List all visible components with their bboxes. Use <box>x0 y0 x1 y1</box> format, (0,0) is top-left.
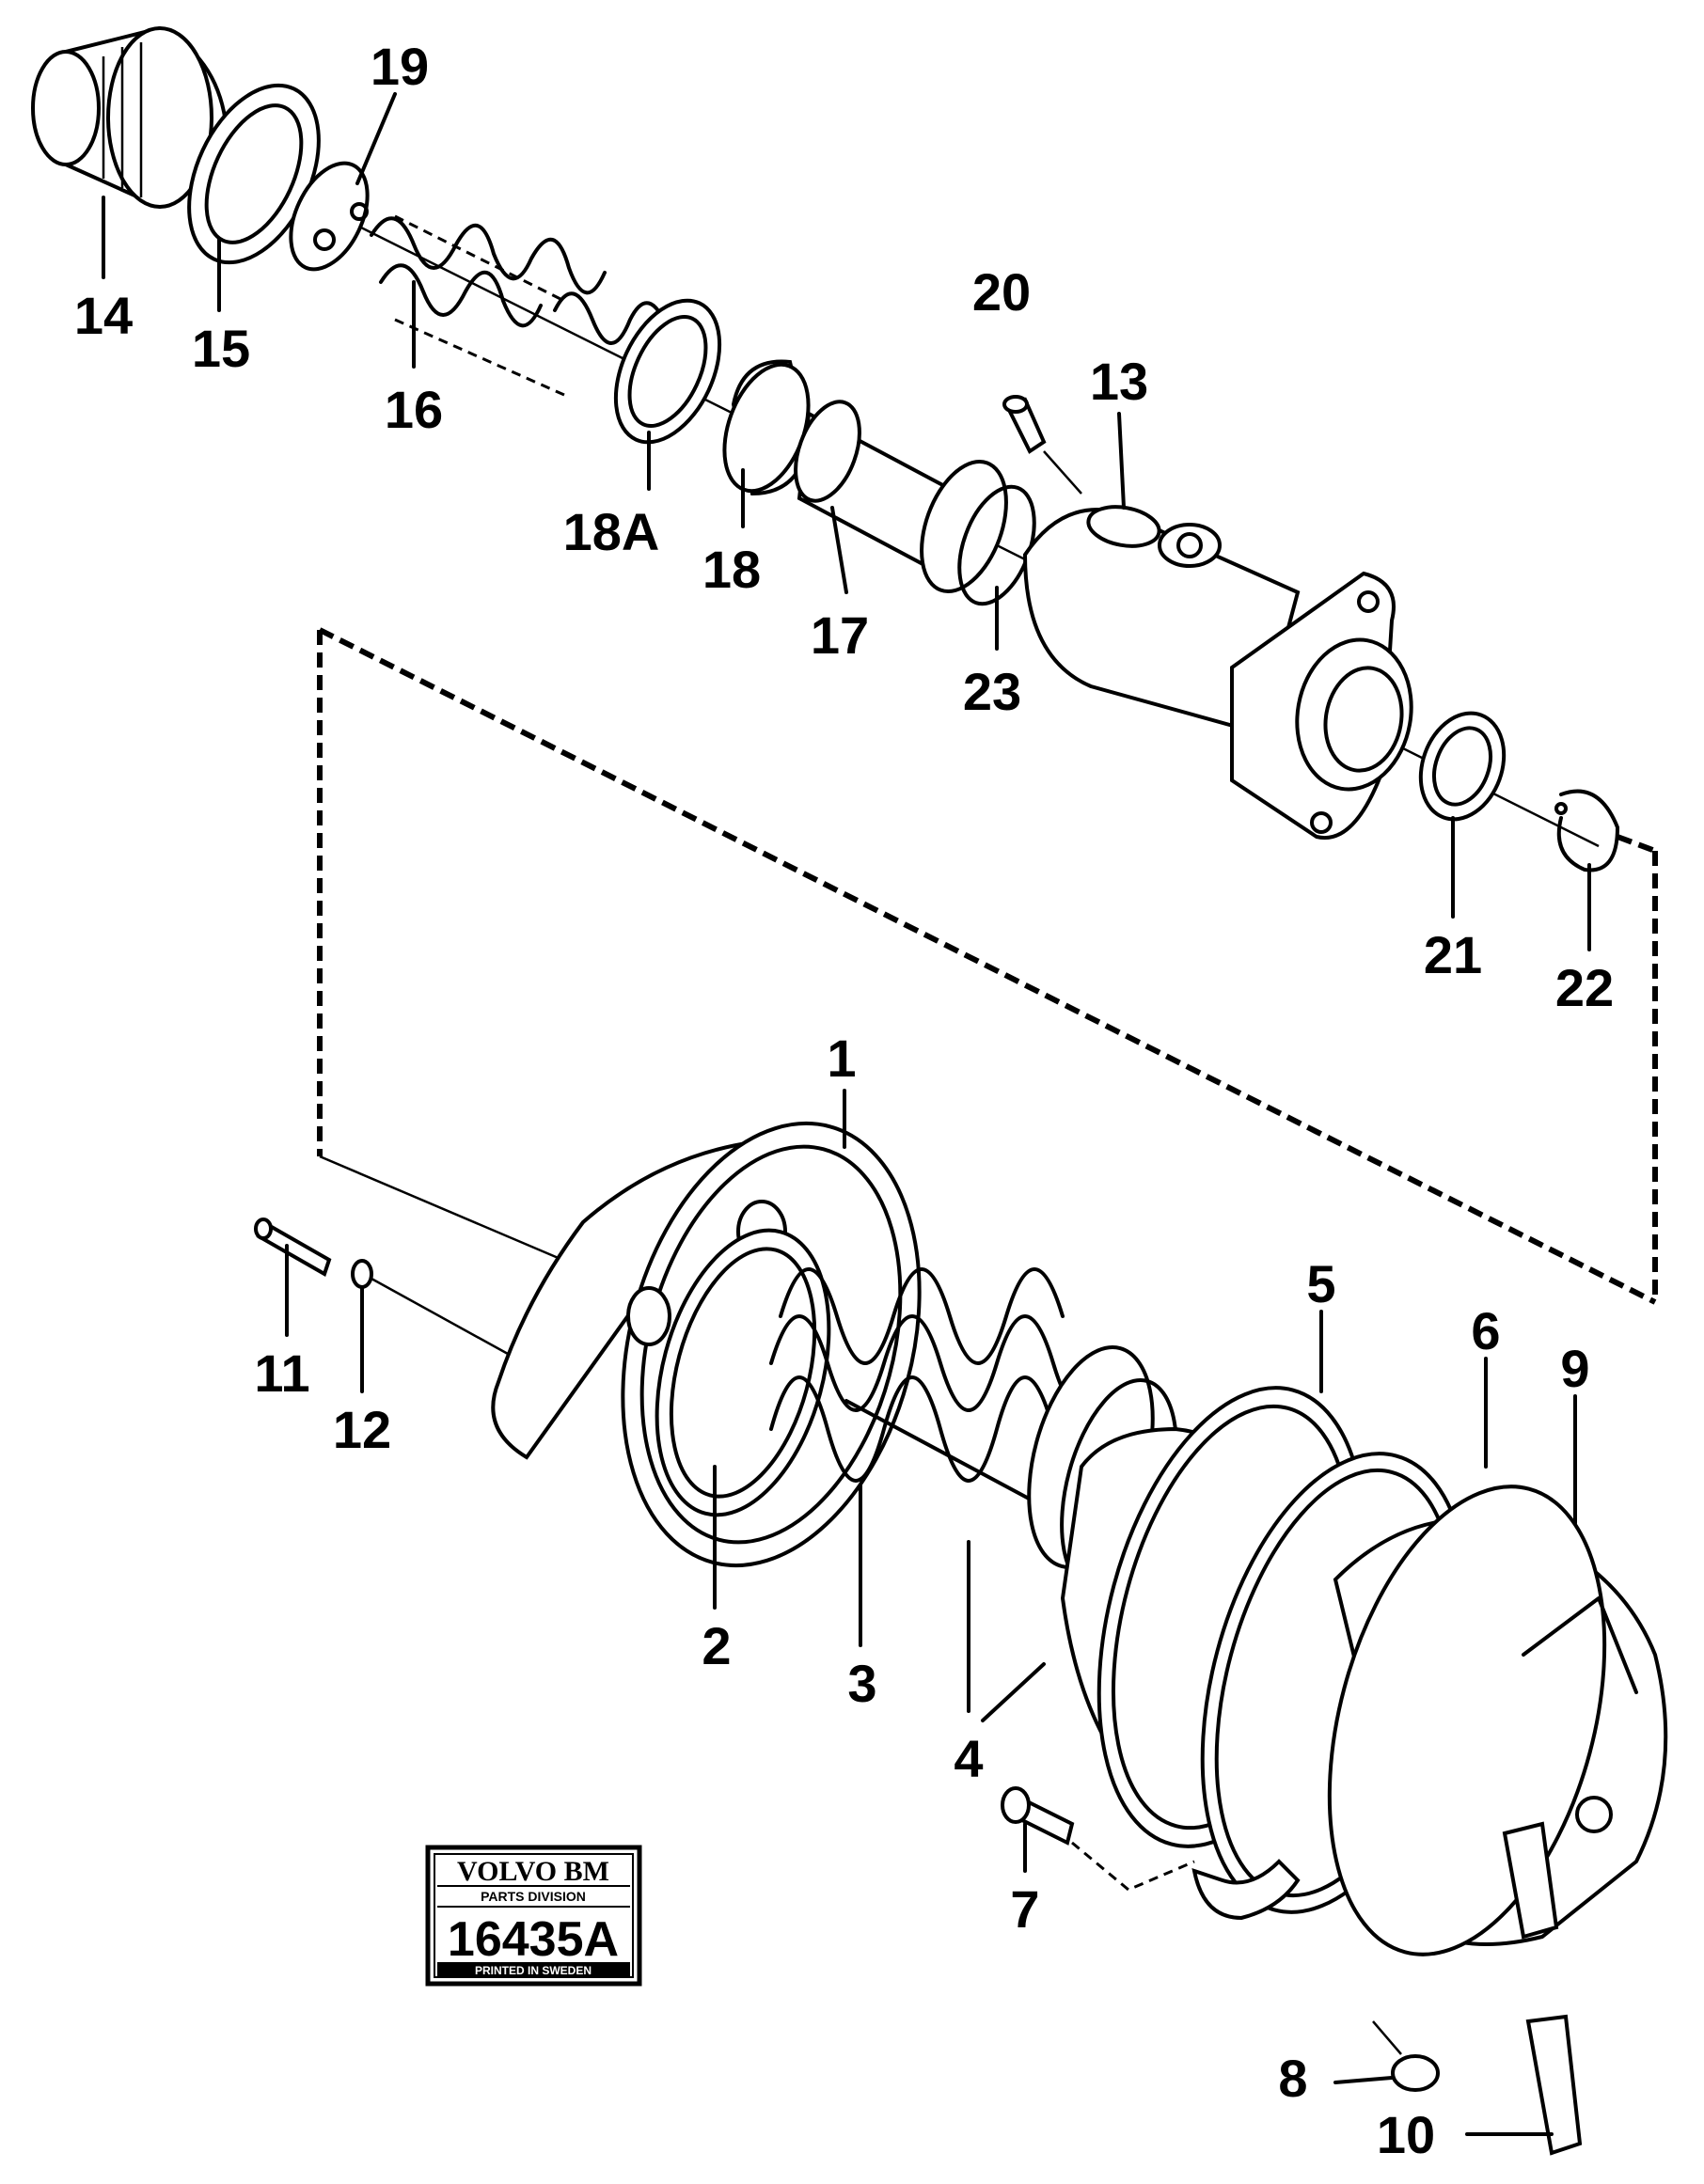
callout-22: 22 <box>1555 958 1614 1017</box>
stamp-division: PARTS DIVISION <box>481 1889 586 1904</box>
stamp-printed: PRINTED IN SWEDEN <box>475 1964 592 1977</box>
part-22-circlip <box>1554 789 1619 872</box>
callout-13: 13 <box>1090 352 1148 411</box>
stamp-number: 16435A <box>448 1912 619 1967</box>
callout-5: 5 <box>1306 1254 1335 1313</box>
callout-8: 8 <box>1278 2049 1307 2108</box>
clamp <box>1191 1859 1301 1921</box>
part-7-bolt <box>1001 1786 1195 1892</box>
callout-16: 16 <box>385 380 443 439</box>
stamp-brand: VOLVO BM <box>457 1856 609 1887</box>
callout-labels: 1 2 3 4 5 6 7 8 9 10 11 12 13 14 15 16 1… <box>74 37 1614 2164</box>
callout-15: 15 <box>192 319 250 378</box>
callout-1: 1 <box>827 1029 856 1088</box>
part-11-pin <box>254 1218 332 1277</box>
callout-17: 17 <box>811 605 869 665</box>
callout-18: 18 <box>702 540 761 599</box>
callout-14: 14 <box>74 286 133 345</box>
part-9-cover <box>1327 1485 1668 1956</box>
callout-11: 11 <box>254 1343 309 1403</box>
callout-19: 19 <box>371 37 429 96</box>
part-19-washer <box>289 161 370 272</box>
callout-12: 12 <box>333 1400 391 1459</box>
part-8-nut <box>1372 2020 1440 2092</box>
leader-lines <box>102 92 1591 2136</box>
part-21-washer <box>1418 711 1507 822</box>
callout-9: 9 <box>1560 1339 1589 1398</box>
callout-23: 23 <box>963 662 1021 721</box>
part-12-clip <box>351 1259 509 1356</box>
callout-4: 4 <box>954 1729 983 1788</box>
callout-7: 7 <box>1010 1879 1039 1939</box>
callout-18A: 18A <box>563 502 660 561</box>
part-10-boot <box>1525 2014 1583 2156</box>
callout-3: 3 <box>847 1654 876 1713</box>
part-13-cylinder-body <box>1022 505 1413 841</box>
part-18A-o-ring <box>613 298 722 445</box>
part-20-bleed-nipple <box>1002 395 1082 495</box>
callout-10: 10 <box>1377 2105 1435 2164</box>
dashed-assembly-frame <box>317 627 1658 1305</box>
volvo-bm-parts-stamp: VOLVO BM PARTS DIVISION 16435A PRINTED I… <box>425 1845 642 1987</box>
callout-20: 20 <box>972 262 1031 322</box>
part-18-ring <box>722 359 812 496</box>
callout-21: 21 <box>1424 925 1482 984</box>
callout-2: 2 <box>702 1616 731 1675</box>
callout-6: 6 <box>1471 1301 1500 1360</box>
